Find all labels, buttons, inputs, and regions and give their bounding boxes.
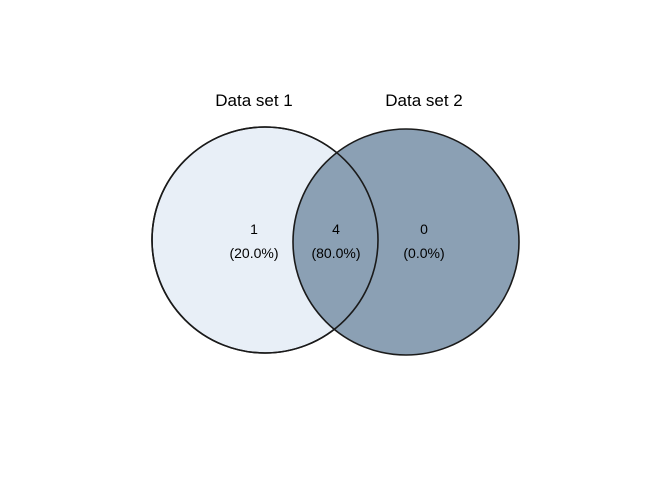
- set-2-circle[interactable]: [292, 128, 520, 356]
- set-2-only-count: 0: [420, 221, 428, 237]
- set-1-title: Data set 1: [215, 91, 293, 110]
- set-2-title: Data set 2: [385, 91, 463, 110]
- intersection-percent: (80.0%): [311, 245, 360, 261]
- set-1-outline: [151, 126, 379, 354]
- intersection-count: 4: [332, 221, 340, 237]
- set-2-only-percent: (0.0%): [403, 245, 444, 261]
- set-1-only-count: 1: [250, 221, 258, 237]
- set-1-only-percent: (20.0%): [229, 245, 278, 261]
